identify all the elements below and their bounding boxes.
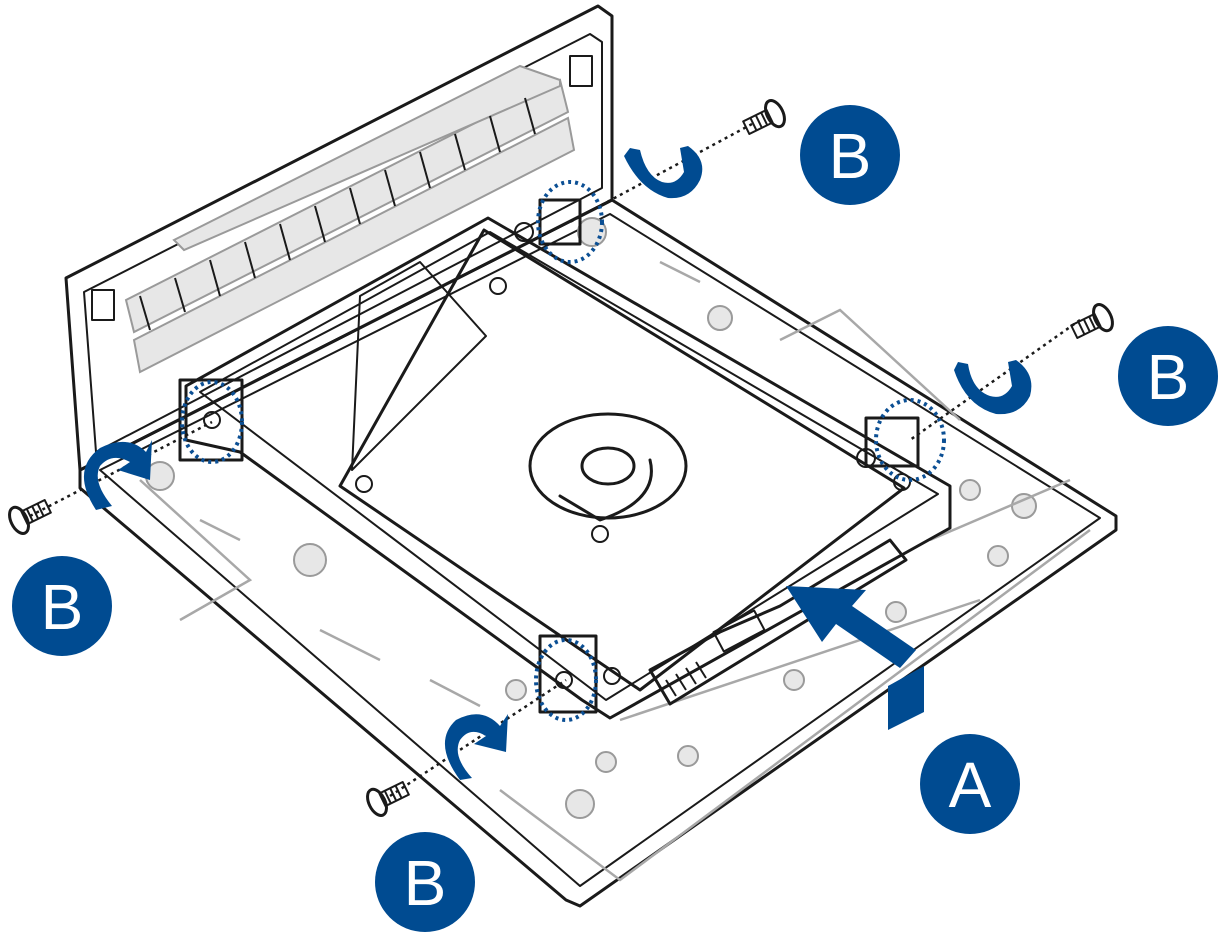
screw-icon	[742, 99, 786, 135]
label-b-bottom: B	[375, 832, 475, 932]
label-b-text: B	[1147, 341, 1190, 413]
label-b-text: B	[41, 571, 84, 643]
hard-drive	[338, 228, 911, 706]
label-b-left: B	[12, 556, 112, 656]
chassis-back-wall	[64, 4, 614, 472]
screw-icon	[1070, 303, 1114, 339]
label-b-right: B	[1118, 326, 1218, 426]
label-a: A	[920, 734, 1020, 834]
screw-hole-highlights	[180, 180, 946, 722]
insert-arrow-icon	[786, 586, 924, 730]
screw-icon	[8, 499, 52, 535]
rotate-arrow-icon	[624, 146, 703, 199]
rotate-arrow-icon	[83, 440, 152, 510]
rotate-arrow-icon	[954, 360, 1032, 415]
hdd-bracket	[178, 198, 952, 720]
screw-icon	[366, 781, 410, 817]
label-a-text: A	[949, 749, 992, 821]
label-b-top: B	[800, 105, 900, 205]
label-b-text: B	[404, 847, 447, 919]
rotate-arrow-icon	[444, 714, 508, 780]
chassis-base-tray	[78, 198, 1118, 908]
screw-paths	[29, 122, 1081, 798]
label-b-text: B	[829, 120, 872, 192]
